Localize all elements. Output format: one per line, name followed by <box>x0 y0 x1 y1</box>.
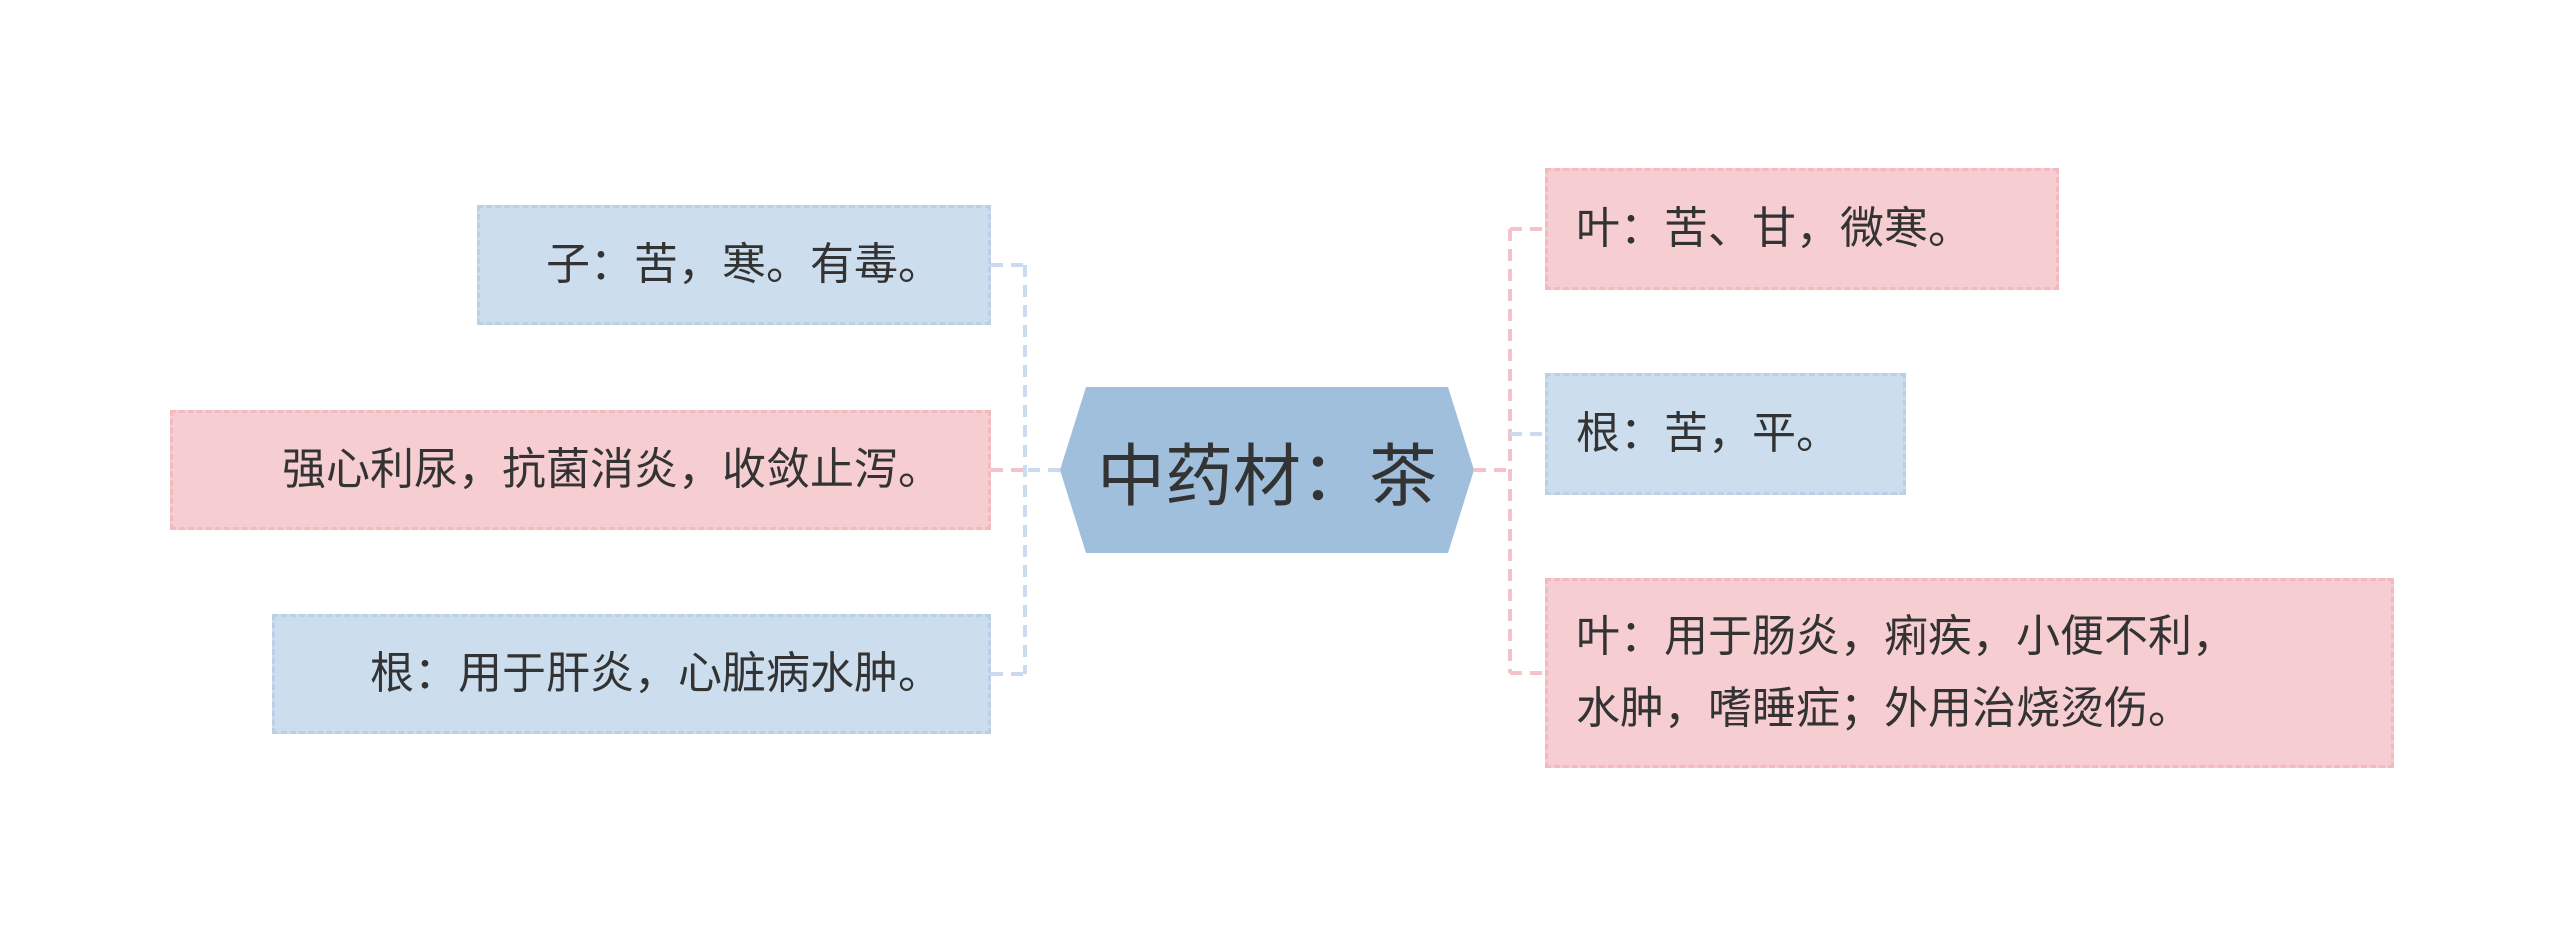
topic-node-label: 根：苦，平。 <box>1576 408 1840 459</box>
central-topic-label: 中药材：茶 <box>1096 437 1437 517</box>
central-topic-shape <box>1060 387 1474 553</box>
topic-node-root-property[interactable]: 根：苦，平。 <box>1545 373 1906 495</box>
topic-node-root-usage[interactable]: 根：用于肝炎，心脏病水肿。 <box>272 614 991 734</box>
connector-left-trunk <box>1023 265 1060 674</box>
topic-node-seed-property[interactable]: 子：苦，寒。有毒。 <box>477 205 991 325</box>
topic-node-label: 根：用于肝炎，心脏病水肿。 <box>370 648 942 699</box>
topic-node-efficacy[interactable]: 强心利尿，抗菌消炎，收敛止泻。 <box>170 410 991 530</box>
topic-node-label: 强心利尿，抗菌消炎，收敛止泻。 <box>282 444 942 495</box>
topic-node-leaf-usage[interactable]: 叶：用于肠炎，痢疾，小便不利， 水肿，嗜睡症；外用治烧烫伤。 <box>1545 578 2394 768</box>
central-topic[interactable]: 中药材：茶 <box>1060 387 1474 553</box>
topic-node-label: 叶：苦、甘，微寒。 <box>1576 203 1972 254</box>
topic-node-label-block: 叶：用于肠炎，痢疾，小便不利， 水肿，嗜睡症；外用治烧烫伤。 <box>1576 601 2236 745</box>
topic-node-label-line-2: 水肿，嗜睡症；外用治烧烫伤。 <box>1576 683 2192 734</box>
topic-node-leaf-property[interactable]: 叶：苦、甘，微寒。 <box>1545 168 2059 290</box>
topic-node-label: 子：苦，寒。有毒。 <box>546 239 942 290</box>
topic-node-label-line-1: 叶：用于肠炎，痢疾，小便不利， <box>1576 611 2236 662</box>
